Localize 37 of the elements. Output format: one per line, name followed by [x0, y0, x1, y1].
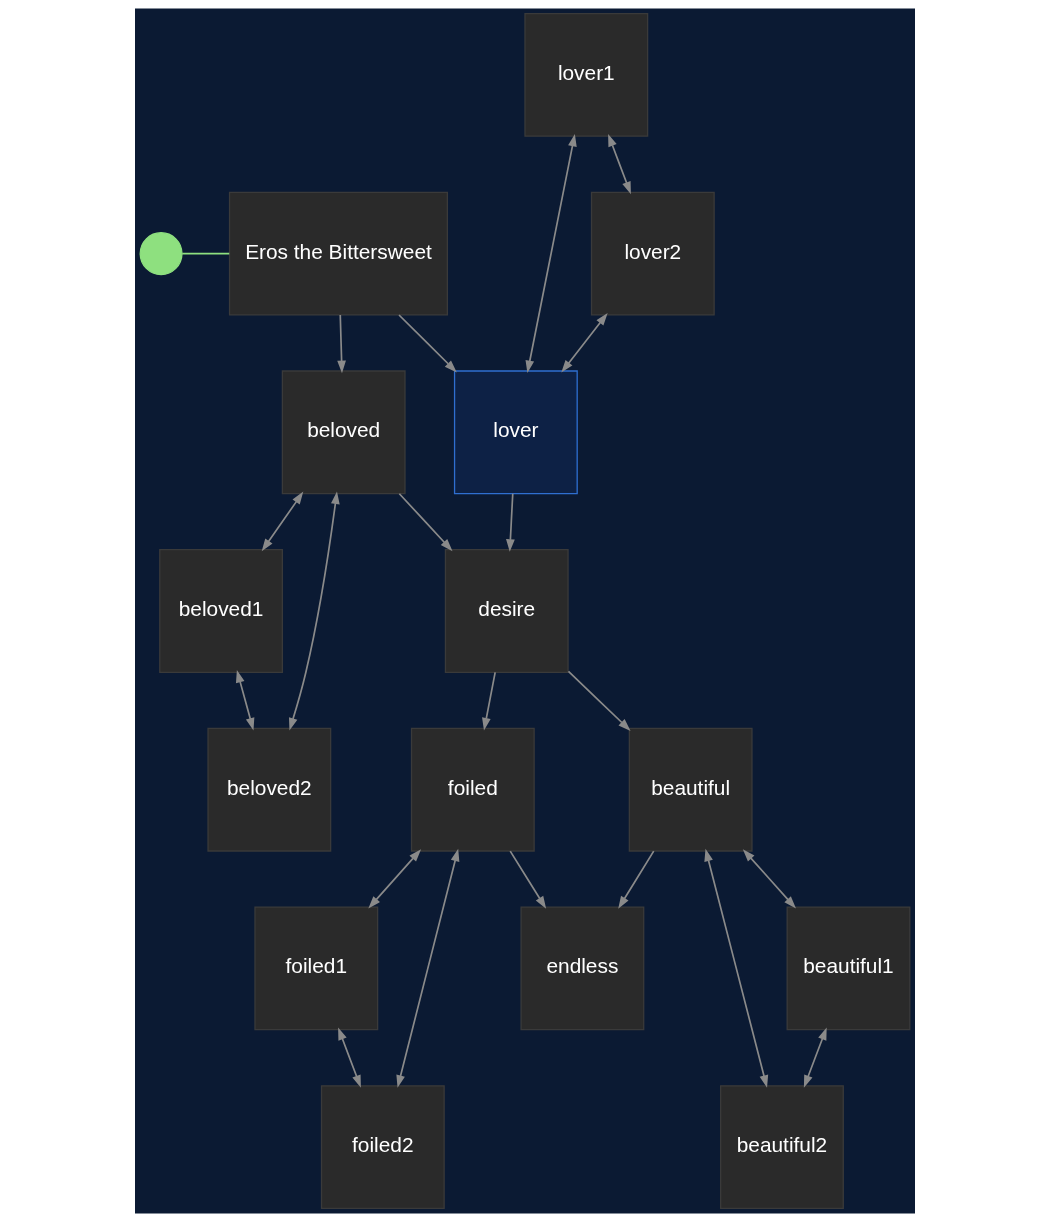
arrow [525, 133, 577, 374]
arrow [608, 133, 631, 195]
node-box: foiled1 [254, 906, 379, 1031]
arrow [398, 492, 453, 552]
node-box: beautiful [628, 727, 753, 852]
arrow [396, 848, 460, 1088]
arrow [618, 850, 655, 909]
node-box: lover1 [524, 12, 649, 137]
arrow [261, 491, 304, 552]
node-box: beautiful2 [720, 1085, 844, 1210]
arrow [288, 491, 340, 731]
arrow [509, 850, 547, 909]
node-box: beloved2 [207, 727, 332, 852]
arrow [742, 849, 797, 909]
node-box: beloved1 [159, 549, 284, 673]
node-box: lover [453, 370, 578, 495]
arrow [704, 848, 769, 1088]
node-box: beautiful1 [786, 906, 911, 1031]
arrow [338, 1027, 361, 1088]
arrow [337, 314, 346, 374]
node-box: endless [520, 906, 645, 1031]
node-box: beloved [281, 370, 406, 495]
arrow [235, 669, 255, 731]
node-box: foiled [410, 727, 535, 852]
node-box: desire [444, 549, 569, 673]
node-box: lover2 [590, 191, 715, 316]
arrow [368, 849, 422, 909]
node-box: foiled2 [320, 1085, 445, 1210]
arrow [561, 313, 608, 373]
arrow [567, 670, 631, 731]
node-circle [139, 232, 183, 276]
arrow [803, 1027, 827, 1088]
arrow [482, 671, 496, 731]
arrow [398, 314, 457, 373]
arrow [506, 492, 515, 552]
connector [181, 252, 231, 255]
node-box: Eros the Bittersweet [228, 191, 449, 316]
